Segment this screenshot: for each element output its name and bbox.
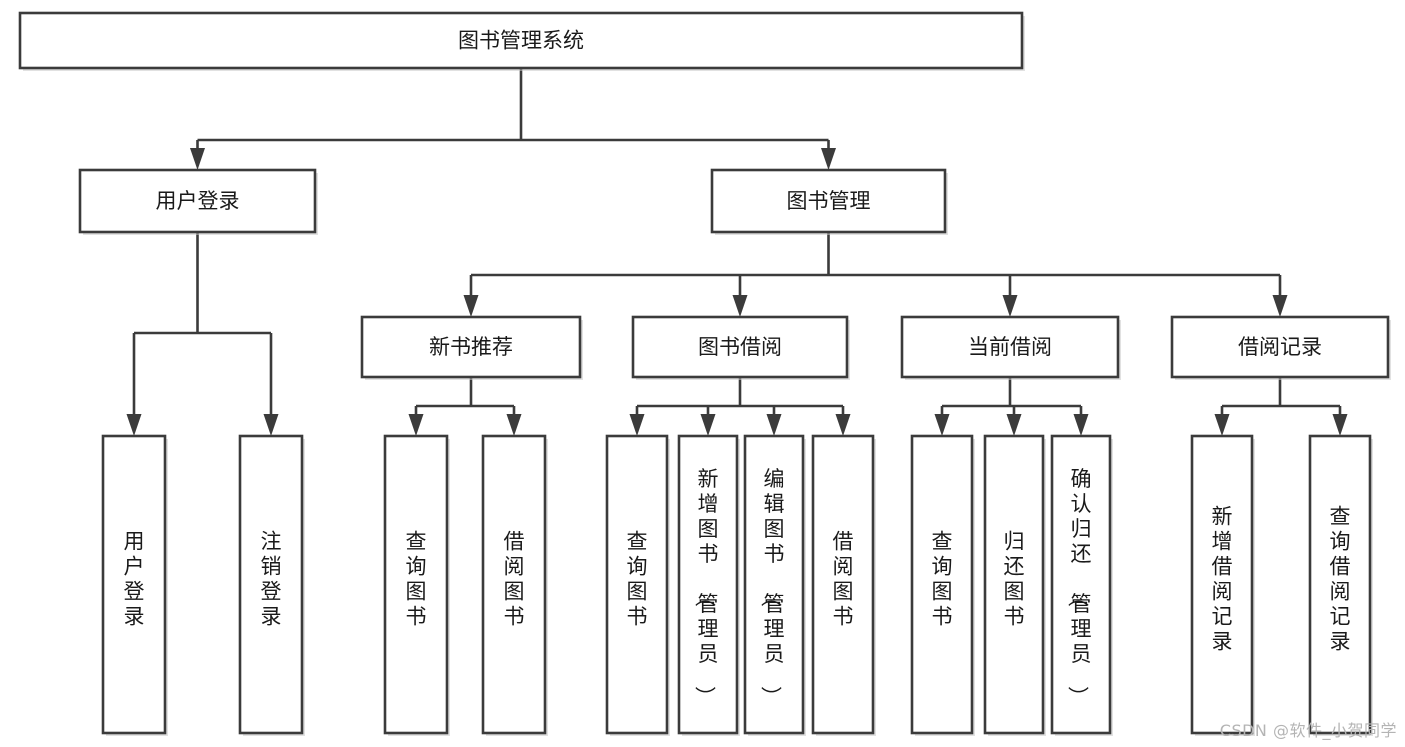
node-label-leaf-user-login: 用户登录 [124,530,145,629]
node-rect[interactable] [1050,434,1112,735]
node-rect[interactable] [910,434,974,735]
node-leaf-query-borrow-record[interactable]: 查询借阅记录 [1308,434,1373,736]
node-leaf-confirm-return-admin[interactable]: 确认归还（管理员） [1050,434,1113,736]
node-label-leaf-logout-login: 注销登录 [261,530,282,629]
node-label-leaf-borrow-book-recommend: 借阅图书 [504,530,525,629]
node-rect[interactable] [1190,434,1254,735]
node-label-book-borrow: 图书借阅 [698,335,782,359]
node-label-leaf-query-borrow-record: 查询借阅记录 [1330,505,1351,654]
node-rect[interactable] [631,315,849,379]
node-rect[interactable] [481,434,547,735]
node-leaf-add-book-admin[interactable]: 新增图书（管理员） [677,434,740,736]
node-rect[interactable] [78,168,317,234]
arrow-down-icon-leaf-query-book-borrow [629,414,645,436]
node-rect[interactable] [1170,315,1390,379]
node-label-leaf-add-borrow-record: 新增借阅记录 [1212,505,1233,654]
node-rect[interactable] [238,434,304,735]
node-label-leaf-confirm-return-admin: 确认归还（管理员） [1066,467,1092,707]
node-book-manage[interactable]: 图书管理 [710,168,948,235]
node-leaf-query-book-recommend[interactable]: 查询图书 [383,434,450,736]
node-label-leaf-query-book-current: 查询图书 [932,530,953,629]
node-leaf-edit-book-admin[interactable]: 编辑图书（管理员） [743,434,806,736]
node-rect[interactable] [677,434,739,735]
arrow-down-icon-leaf-borrow-book [835,414,851,436]
node-label-borrow-record: 借阅记录 [1238,335,1322,359]
node-rect[interactable] [18,11,1024,70]
node-label-current-borrow: 当前借阅 [968,335,1052,359]
node-label-leaf-query-book-borrow: 查询图书 [627,530,648,629]
arrow-down-icon-new-book-recommend [463,295,479,317]
node-label-book-manage: 图书管理 [787,189,871,213]
node-rect[interactable] [101,434,167,735]
node-leaf-user-login[interactable]: 用户登录 [101,434,168,736]
node-leaf-logout-login[interactable]: 注销登录 [238,434,305,736]
node-leaf-borrow-book-recommend[interactable]: 借阅图书 [481,434,548,736]
node-rect[interactable] [383,434,449,735]
arrow-down-icon-leaf-edit-book-admin [766,414,782,436]
arrow-down-icon-leaf-add-borrow-record [1214,414,1230,436]
node-rect[interactable] [900,315,1120,379]
node-leaf-borrow-book[interactable]: 借阅图书 [811,434,876,736]
node-borrow-record[interactable]: 借阅记录 [1170,315,1391,380]
node-leaf-add-borrow-record[interactable]: 新增借阅记录 [1190,434,1255,736]
arrow-down-icon-leaf-logout-login [263,414,279,436]
node-label-leaf-return-book: 归还图书 [1004,530,1025,629]
arrow-down-icon-leaf-return-book [1006,414,1022,436]
node-leaf-query-book-current[interactable]: 查询图书 [910,434,975,736]
arrow-down-icon-user-login [190,148,205,170]
arrow-down-icon-leaf-user-login [126,414,142,436]
node-rect[interactable] [360,315,582,379]
node-label-leaf-borrow-book: 借阅图书 [833,530,854,629]
arrow-down-icon-leaf-query-book-current [934,414,950,436]
node-new-book-recommend[interactable]: 新书推荐 [360,315,583,380]
node-label-user-login: 用户登录 [156,189,240,213]
arrow-down-icon-current-borrow [1002,295,1018,317]
node-user-login[interactable]: 用户登录 [78,168,318,235]
node-rect[interactable] [743,434,805,735]
node-rect[interactable] [811,434,875,735]
arrow-down-icon-book-manage [821,148,836,170]
node-label-root: 图书管理系统 [458,29,584,53]
node-label-leaf-add-book-admin: 新增图书（管理员） [693,467,719,707]
arrow-down-icon-borrow-record [1272,295,1288,317]
node-current-borrow[interactable]: 当前借阅 [900,315,1121,380]
node-rect[interactable] [605,434,669,735]
node-leaf-return-book[interactable]: 归还图书 [983,434,1046,736]
arrow-down-icon-book-borrow [732,295,748,317]
arrow-down-icon-leaf-query-book-recommend [408,414,424,436]
arrow-down-icon-leaf-borrow-book-recommend [506,414,522,436]
node-rect[interactable] [1308,434,1372,735]
arrow-down-icon-leaf-confirm-return-admin [1073,414,1089,436]
node-label-leaf-query-book-recommend: 查询图书 [406,530,427,629]
node-leaf-query-book-borrow[interactable]: 查询图书 [605,434,670,736]
node-root[interactable]: 图书管理系统 [18,11,1025,71]
arrow-down-icon-leaf-query-borrow-record [1332,414,1348,436]
node-label-new-book-recommend: 新书推荐 [429,335,513,359]
node-label-leaf-edit-book-admin: 编辑图书（管理员） [759,467,785,707]
arrow-down-icon-leaf-add-book-admin [700,414,716,436]
node-book-borrow[interactable]: 图书借阅 [631,315,850,380]
node-rect[interactable] [710,168,947,234]
node-rect[interactable] [983,434,1045,735]
